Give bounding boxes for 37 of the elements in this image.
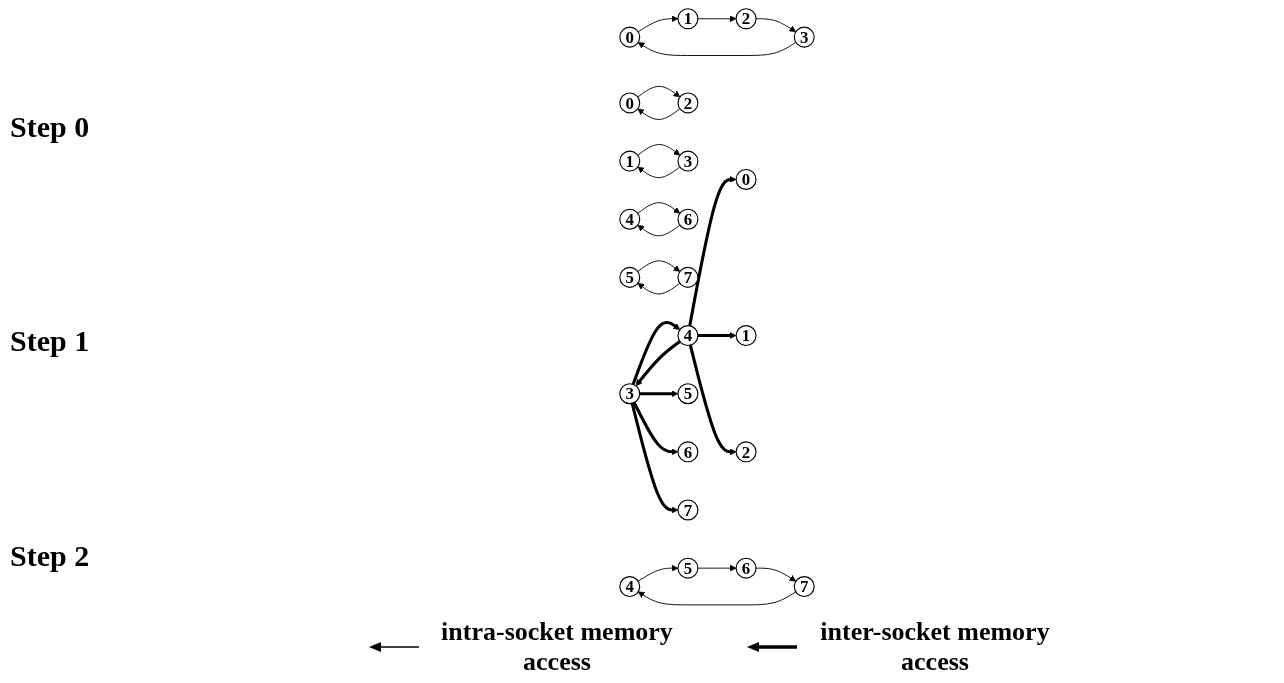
node-circle: 1	[677, 8, 699, 30]
node-circle: 6	[677, 441, 699, 463]
legend-text: inter-socket memory access	[819, 617, 1051, 677]
node-circle: 1	[735, 325, 757, 347]
arrow	[630, 402, 679, 514]
node-circle: 1	[619, 150, 641, 172]
node-circle: 0	[619, 26, 641, 48]
arrow	[688, 344, 737, 456]
step-label: Step 1	[10, 324, 91, 359]
node-circle: 3	[677, 150, 699, 172]
node-circle: 5	[677, 557, 699, 579]
node-circle: 3	[619, 383, 641, 405]
node-circle: 7	[793, 576, 815, 598]
node-circle: 4	[619, 576, 641, 598]
node-circle: 7	[677, 266, 699, 288]
arrow	[639, 390, 679, 398]
node-circle: 4	[677, 325, 699, 347]
node-circle: 0	[735, 168, 757, 190]
node-circle: 6	[735, 557, 757, 579]
arrow	[632, 401, 679, 456]
node-circle: 6	[677, 208, 699, 230]
node-circle: 7	[677, 499, 699, 521]
arrow	[635, 340, 681, 387]
node-circle: 5	[619, 266, 641, 288]
arrow	[631, 320, 681, 385]
node-circle: 4	[619, 208, 641, 230]
step-label: Step 0	[10, 110, 91, 145]
arrow	[688, 176, 737, 327]
node-circle: 2	[735, 8, 757, 30]
node-circle: 0	[619, 92, 641, 114]
node-circle: 3	[793, 26, 815, 48]
legend-text: intra-socket memory access	[440, 617, 674, 677]
node-circle: 2	[735, 441, 757, 463]
step-label: Step 2	[10, 538, 91, 573]
node-circle: 2	[677, 92, 699, 114]
arrow	[697, 332, 737, 339]
node-circle: 5	[677, 383, 699, 405]
